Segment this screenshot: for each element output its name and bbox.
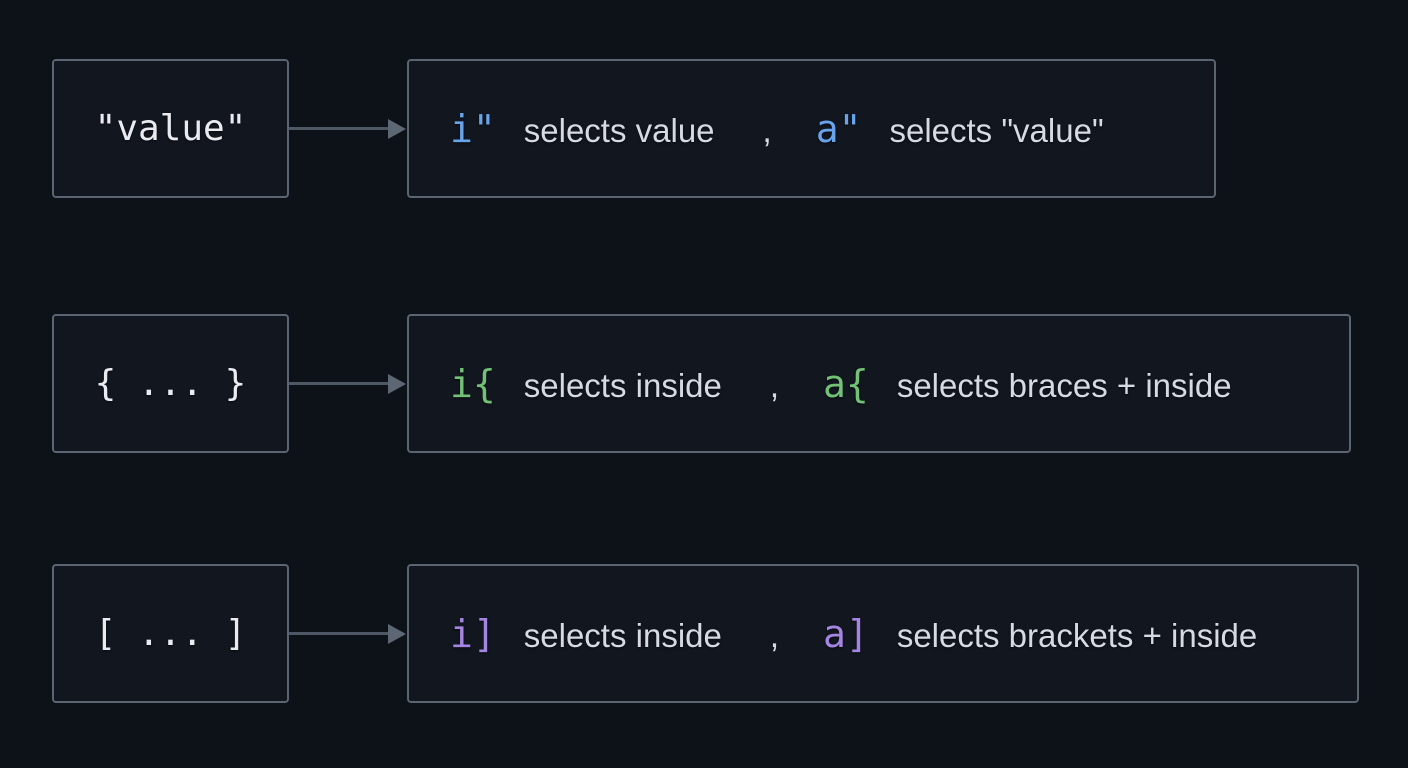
source-text: [ ... ] — [94, 613, 247, 654]
target-box-quotes: i" selects value , a" selects "value" — [407, 59, 1216, 198]
arrow-line — [289, 631, 388, 636]
arrow-right-icon — [289, 59, 406, 198]
source-box-brackets: [ ... ] — [52, 564, 289, 703]
around-key: a{ — [823, 361, 869, 406]
separator: , — [769, 366, 780, 404]
around-desc: selects "value" — [889, 111, 1104, 149]
target-content: i{ selects inside , a{ selects braces + … — [450, 362, 1232, 406]
arrow-right-icon — [289, 564, 406, 703]
source-text: { ... } — [94, 363, 247, 404]
inner-desc: selects inside — [523, 616, 722, 654]
arrow-line — [289, 126, 388, 131]
row-quotes: "value" i" selects value , a" selects "v… — [0, 59, 1408, 199]
target-box-braces: i{ selects inside , a{ selects braces + … — [407, 314, 1351, 453]
target-content: i" selects value , a" selects "value" — [450, 107, 1104, 151]
arrow-line — [289, 381, 388, 386]
separator: , — [762, 111, 772, 149]
source-box-quotes: "value" — [52, 59, 289, 198]
source-box-braces: { ... } — [52, 314, 289, 453]
around-key: a" — [815, 106, 862, 151]
separator: , — [769, 616, 780, 654]
inner-desc: selects inside — [523, 366, 722, 404]
around-desc: selects braces + inside — [896, 366, 1232, 404]
inner-key: i{ — [450, 361, 496, 406]
target-box-brackets: i] selects inside , a] selects brackets … — [407, 564, 1359, 703]
inner-key: i] — [450, 611, 496, 656]
source-text: "value" — [94, 108, 247, 149]
arrow-head — [388, 623, 406, 644]
target-content: i] selects inside , a] selects brackets … — [450, 612, 1257, 656]
row-braces: { ... } i{ selects inside , a{ selects b… — [0, 314, 1408, 454]
around-desc: selects brackets + inside — [896, 616, 1258, 654]
inner-key: i" — [450, 106, 496, 151]
inner-desc: selects value — [523, 111, 715, 149]
arrow-head — [388, 118, 406, 139]
row-brackets: [ ... ] i] selects inside , a] selects b… — [0, 564, 1408, 704]
arrow-head — [388, 373, 406, 394]
arrow-right-icon — [289, 314, 406, 453]
around-key: a] — [823, 611, 869, 656]
